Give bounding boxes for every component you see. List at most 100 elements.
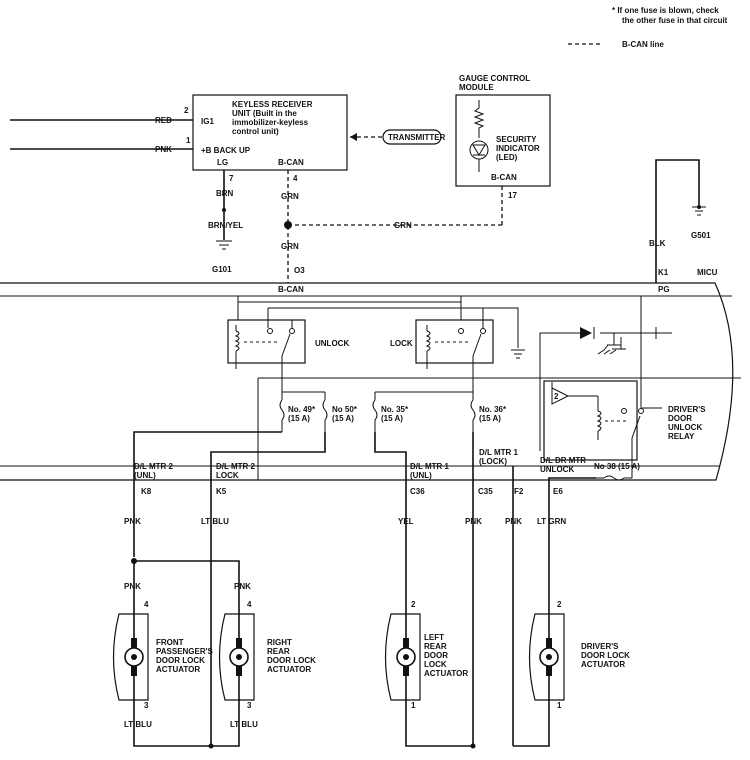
fp-name-4: ACTUATOR <box>156 665 200 674</box>
gauge-title-1: GAUGE CONTROL <box>459 74 530 83</box>
pg-label: PG <box>658 285 670 294</box>
led-icon <box>469 140 489 160</box>
fp-top-pin: 4 <box>144 600 149 609</box>
blk-wire <box>655 159 700 283</box>
fp-bot-pin: 3 <box>144 701 149 710</box>
c36-desc-2: (UNL) <box>410 471 432 480</box>
driver-door-unlock-relay: 2 <box>543 296 644 478</box>
fuse-50-icon <box>322 399 328 432</box>
fuse-36-rating: (15 A) <box>479 414 501 423</box>
e6-wire-color: LT GRN <box>537 517 566 526</box>
led-label-1: SECURITY <box>496 135 537 144</box>
brn-splice <box>222 208 226 212</box>
k5-wire-color: LT BLU <box>201 517 229 526</box>
c36-circuit <box>374 432 407 606</box>
ltblu-bottom-line <box>133 712 240 747</box>
lr-name-4: LOCK <box>424 660 447 669</box>
left-rear-door-lock-actuator <box>384 606 421 712</box>
lr-name-2: REAR <box>424 642 447 651</box>
k5-circuit <box>210 432 326 746</box>
transmitter-label: TRANSMITTER <box>388 133 446 142</box>
drivers-relay-label-2: DOOR <box>668 414 692 423</box>
c35-desc-2: (LOCK) <box>479 457 507 466</box>
lock-relay <box>415 308 494 392</box>
gauge-bcan-label: B-CAN <box>491 173 517 182</box>
transmitter-box <box>382 129 442 145</box>
f2-wire-color: PNK <box>505 517 522 526</box>
front-passenger-door-lock-actuator <box>112 606 149 712</box>
fp-name-1: FRONT <box>156 638 184 647</box>
transmitter-arrow-icon <box>350 133 357 141</box>
c35-label: C35 <box>478 487 493 496</box>
fuse-38-icon <box>596 475 632 481</box>
e6-label: E6 <box>553 487 563 496</box>
gauge-title-2: MODULE <box>459 83 494 92</box>
led-label-3: (LED) <box>496 153 518 162</box>
red-wire-label: RED <box>155 116 172 125</box>
lr-name-5: ACTUATOR <box>424 669 468 678</box>
dr-name-2: DOOR LOCK <box>581 651 630 660</box>
lr-name-3: DOOR <box>424 651 448 660</box>
fuse-49-name: No. 49* <box>288 405 316 414</box>
k1-label: K1 <box>658 268 669 277</box>
g501-label: G501 <box>691 231 711 240</box>
k5-desc-2: LOCK <box>216 471 239 480</box>
keyless-title-2: UNIT (Built in the <box>232 109 297 118</box>
rr-name-3: DOOR LOCK <box>267 656 316 665</box>
dr-top-pin: 2 <box>557 600 562 609</box>
micu-label: MICU <box>697 268 718 277</box>
diode-icon <box>580 327 592 339</box>
fuse-36-icon <box>470 399 476 432</box>
pin-17-number: 17 <box>508 191 517 200</box>
c35-wire-color: PNK <box>465 517 482 526</box>
rr-bot-pin: 3 <box>247 701 252 710</box>
brn-yel-wire-label: BRN/YEL <box>208 221 243 230</box>
c36-desc-1: D/L MTR 1 <box>410 462 450 471</box>
e6-circuit <box>548 477 596 606</box>
rr-name-4: ACTUATOR <box>267 665 311 674</box>
relay-feed-right <box>268 307 519 348</box>
unlock-relay-label: UNLOCK <box>315 339 349 348</box>
grn-label-c: GRN <box>394 221 412 230</box>
ground-g101-icon <box>216 240 232 250</box>
drivers-door-lock-actuator <box>528 606 565 712</box>
fuse-35-rating: (15 A) <box>381 414 403 423</box>
rr-bot-wire: LT BLU <box>230 720 258 729</box>
pin-ig1-label: IG1 <box>201 117 214 126</box>
pin-backup-label: +B BACK UP <box>201 146 251 155</box>
micu-frame <box>0 282 741 481</box>
pin-2-number: 2 <box>184 106 189 115</box>
brn-wire-label: BRN <box>216 189 234 198</box>
g101-label: G101 <box>212 265 232 274</box>
pin-1-number: 1 <box>186 136 191 145</box>
led-label-2: INDICATOR <box>496 144 540 153</box>
k8-wire-color: PNK <box>124 517 141 526</box>
transistor-icon <box>597 333 626 355</box>
fuse-bus-lock <box>374 391 474 400</box>
k5-label: K5 <box>216 487 227 496</box>
gauge-control-module: SECURITY INDICATOR (LED) B-CAN <box>455 94 551 187</box>
fuse-note-line-1: * If one fuse is blown, check <box>612 6 719 15</box>
pin-4-number: 4 <box>293 174 298 183</box>
grn-label-a: GRN <box>281 192 299 201</box>
dr-name-3: ACTUATOR <box>581 660 625 669</box>
drivers-relay-label-1: DRIVER'S <box>668 405 706 414</box>
fuse-bus-unlock <box>281 391 326 400</box>
unlock-relay <box>227 308 306 392</box>
rr-name-1: RIGHT <box>267 638 292 647</box>
drivers-relay-label-4: RELAY <box>668 432 695 441</box>
fp-name-2: PASSENGER'S <box>156 647 214 656</box>
e6-desc-2: UNLOCK <box>540 465 574 474</box>
lr-bot-pin: 1 <box>411 701 416 710</box>
fuse-49-rating: (15 A) <box>288 414 310 423</box>
lr-name-1: LEFT <box>424 633 444 642</box>
c36-wire-color: YEL <box>398 517 414 526</box>
relay-amp-number: 2 <box>554 392 559 401</box>
drivers-relay-label-3: UNLOCK <box>668 423 702 432</box>
rr-top-wire: PNK <box>234 582 251 591</box>
lock-relay-label: LOCK <box>390 339 413 348</box>
pin-bcan-label: B-CAN <box>278 158 304 167</box>
fp-bot-wire: LT BLU <box>124 720 152 729</box>
blk-wire-label: BLK <box>649 239 666 248</box>
